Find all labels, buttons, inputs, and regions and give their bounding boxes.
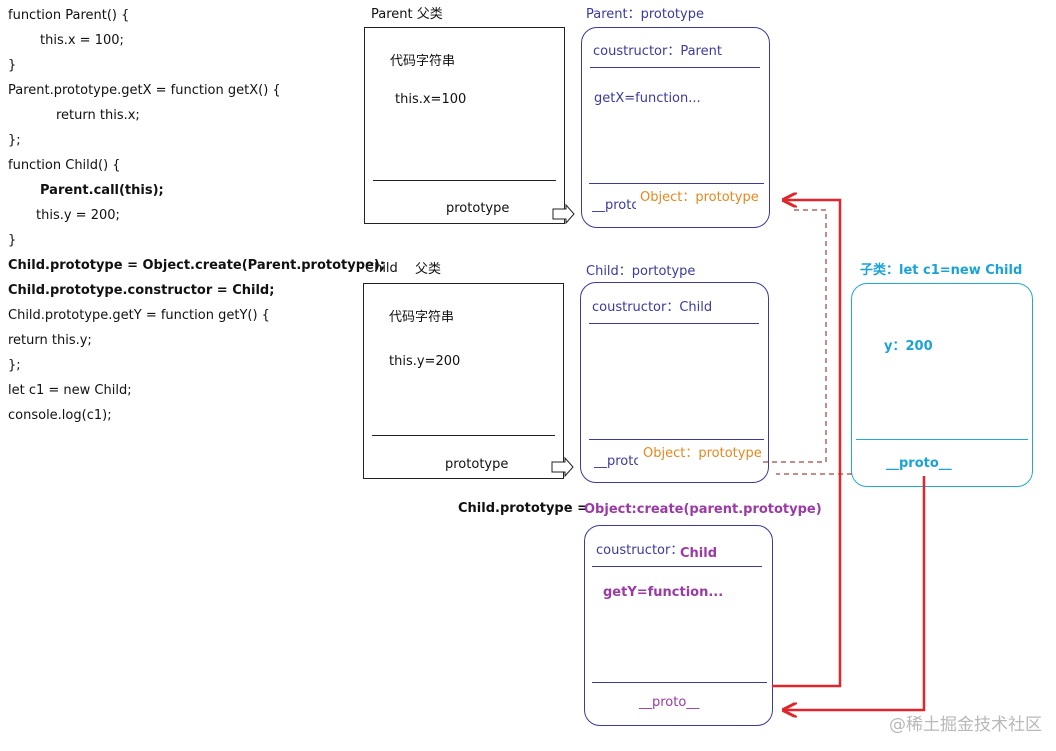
parent-prototype-constructor: coustructor：Parent <box>593 44 722 59</box>
child-prototype-proto-target: Object：prototype <box>643 446 762 461</box>
created-constructor-label: coustructor： <box>596 543 684 558</box>
code-line: return this.y; <box>8 333 92 348</box>
child-code-string: 代码字符串 <box>389 310 455 325</box>
code-line: } <box>8 58 17 73</box>
code-line: function Child() { <box>8 158 121 173</box>
created-constructor-value: Child <box>680 546 718 561</box>
created-box <box>584 525 773 726</box>
child-divider <box>372 435 555 436</box>
watermark: @稀土掘金技术社区 <box>889 715 1042 735</box>
child-prototype-box <box>580 282 769 483</box>
instance-proto-arrow <box>785 476 926 710</box>
created-divider-top <box>592 566 762 567</box>
parent-prototype-proto: __proto__ <box>592 198 636 213</box>
code-line: Parent.prototype.getX = function getX() … <box>8 83 281 98</box>
parent-prototype-proto-target: Object：prototype <box>640 190 759 205</box>
instance-proto: __proto__ <box>886 456 952 471</box>
child-class-title-cn: 父类 <box>415 262 442 277</box>
parent-code-string: 代码字符串 <box>390 54 456 69</box>
code-line: this.x = 100; <box>40 33 124 48</box>
parent-class-box <box>364 27 565 224</box>
child-class-title: Child <box>365 261 398 276</box>
created-heading-right: Object:create(parent.prototype) <box>584 502 822 517</box>
code-line: this.y = 200; <box>36 208 120 223</box>
code-line: }; <box>8 358 21 373</box>
child-body: this.y=200 <box>389 354 461 369</box>
code-line: let c1 = new Child; <box>8 383 132 398</box>
created-proto: __proto__ <box>639 695 700 710</box>
parent-divider <box>373 180 556 181</box>
created-proto-arrow <box>772 200 842 688</box>
code-line: return this.x; <box>56 108 140 123</box>
code-line: Child.prototype.constructor = Child; <box>8 283 275 298</box>
parent-prototype-method: getX=function... <box>594 91 701 106</box>
code-line: console.log(c1); <box>8 408 112 423</box>
child-class-box <box>363 283 564 479</box>
code-line: } <box>8 233 17 248</box>
instance-title: 子类：let c1=new Child <box>860 263 1023 278</box>
created-method: getY=function... <box>603 585 724 600</box>
child-proto-dashed-link <box>763 209 827 463</box>
child-prototype-pointer <box>551 456 574 478</box>
child-prototype-divider-bottom <box>589 439 764 440</box>
instance-box <box>851 283 1033 487</box>
child-prototype-proto: __proto__ <box>594 454 638 469</box>
child-prototype-title: Child：portotype <box>586 264 696 279</box>
code-line: function Parent() { <box>8 8 130 23</box>
code-line: Child.prototype = Object.create(Parent.p… <box>8 258 385 273</box>
parent-body: this.x=100 <box>395 92 467 107</box>
code-line: Child.prototype.getY = function getY() { <box>8 308 270 323</box>
child-prototype-divider-top <box>589 323 759 324</box>
parent-prototype-box <box>581 27 770 228</box>
created-heading-left: Child.prototype = <box>458 501 588 516</box>
child-prototype-constructor: coustructor：Child <box>592 300 713 315</box>
instance-prop: y：200 <box>884 339 933 354</box>
parent-prototype-divider-top <box>590 67 760 68</box>
parent-class-title: Parent 父类 <box>371 7 443 22</box>
child-prototype-label: prototype <box>445 457 509 472</box>
code-line: }; <box>8 133 21 148</box>
created-divider-bottom <box>592 682 767 683</box>
parent-prototype-pointer <box>552 203 575 225</box>
parent-prototype-label: prototype <box>446 201 510 216</box>
code-line: Parent.call(this); <box>40 183 164 198</box>
parent-prototype-divider-bottom <box>589 183 764 184</box>
instance-divider <box>856 439 1028 440</box>
parent-prototype-title: Parent：prototype <box>586 7 704 22</box>
